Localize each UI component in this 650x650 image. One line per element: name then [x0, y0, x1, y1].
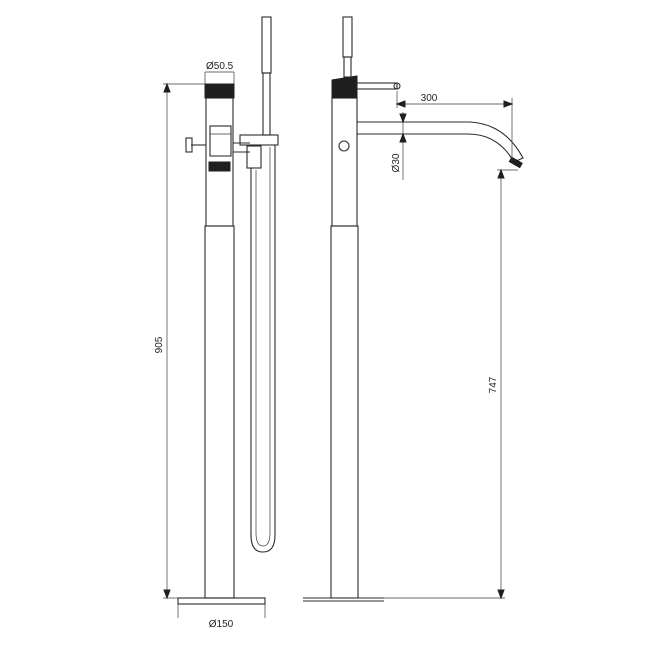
- dim-spout-height: 747: [488, 376, 499, 393]
- side-view: 300 Ø30 747: [303, 16, 524, 602]
- front-hose: [250, 145, 276, 553]
- front-handshower-grip: [262, 72, 271, 136]
- front-hose-connector: [246, 145, 262, 169]
- front-lower-column: [204, 225, 235, 599]
- side-spout-tip: [508, 156, 523, 169]
- front-cradle: [239, 134, 279, 146]
- dim-spout-diameter: Ø30: [391, 153, 402, 172]
- side-spout: [357, 121, 524, 163]
- side-upper-column: [331, 97, 358, 227]
- side-handle: [331, 75, 358, 99]
- side-diverter-knob: [338, 140, 350, 152]
- side-handshower-head: [342, 16, 353, 58]
- dim-handle-diameter: Ø50.5: [206, 61, 234, 72]
- front-view: Ø50.5 905 Ø150: [154, 16, 279, 630]
- dim-spout-reach: 300: [421, 93, 438, 104]
- dim-total-height: 905: [154, 336, 165, 353]
- side-lever: [356, 82, 398, 90]
- front-handshower-head: [261, 16, 272, 74]
- front-spout-nozzle: [208, 161, 231, 172]
- front-base-plate: [177, 597, 266, 605]
- side-lower-column: [330, 225, 359, 599]
- front-diverter: [209, 125, 232, 157]
- front-handle: [204, 83, 235, 99]
- dim-base-diameter: Ø150: [209, 619, 234, 630]
